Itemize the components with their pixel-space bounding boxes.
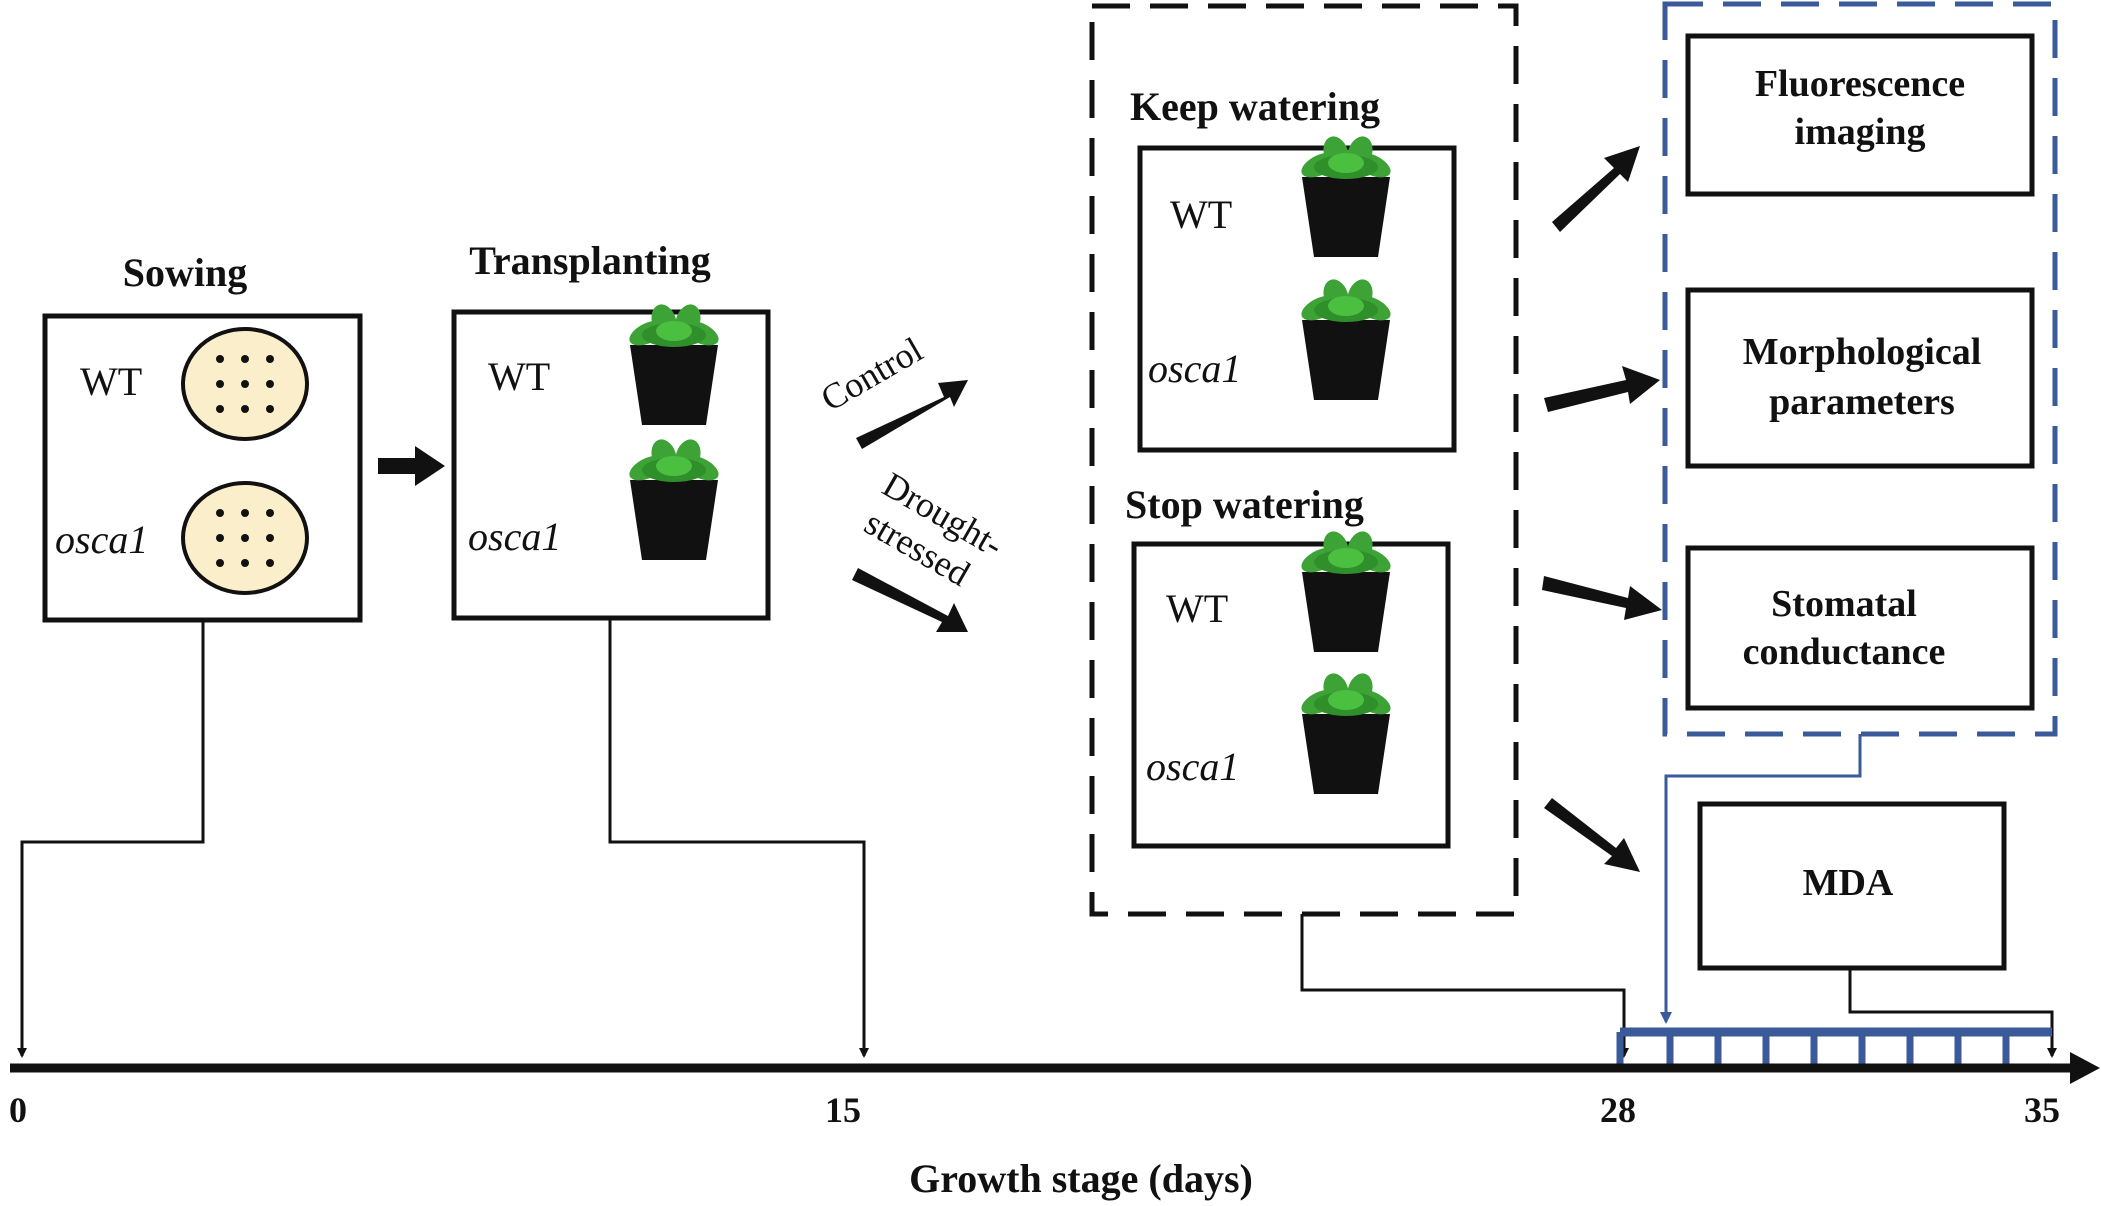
keep-watering-box: [1137, 145, 1457, 453]
measurements-to-timeline-connector: [1660, 734, 1862, 1024]
stop-watering-title: Stop watering: [1125, 482, 1364, 527]
sowing-wt-label: WT: [80, 359, 142, 404]
mda-label: MDA: [1803, 862, 1894, 904]
keep-watering-mutant-label: osca1: [1148, 346, 1241, 391]
control-label: Control: [814, 329, 929, 419]
tick-label-0: 0: [9, 1090, 27, 1130]
transplanting-mutant-label: osca1: [468, 514, 561, 559]
sowing-to-transplanting-arrow-icon: [378, 446, 445, 486]
keep-watering-title: Keep watering: [1130, 84, 1380, 129]
drought-arrow-icon: [852, 568, 968, 632]
fluorescence-line2: imaging: [1795, 111, 1926, 153]
timeline-connectors: [17, 618, 2057, 1058]
keep-watering-wt-label: WT: [1170, 192, 1232, 237]
petri-dish-wt-icon: [181, 327, 309, 441]
potted-plant-stop-mutant-icon: [1297, 670, 1395, 794]
mda-to-day35-connector: [1848, 968, 2057, 1058]
transplanting-panel: Transplanting WT osca1: [451, 238, 771, 621]
fluorescence-line1: Fluorescence: [1755, 63, 1965, 105]
measurement-arrows: [1542, 146, 1662, 872]
potted-plant-wt-icon: [625, 301, 723, 425]
petri-dish-mutant-icon: [181, 481, 309, 595]
potted-plant-keep-wt-icon: [1297, 133, 1395, 257]
control-arrow-icon: [856, 380, 968, 449]
morphological-line2: parameters: [1769, 381, 1955, 423]
measurement-group: Fluorescence imaging Morphological param…: [1662, 1, 2058, 737]
measurement-group-border: [1662, 1, 2058, 737]
sowing-mutant-label: osca1: [55, 517, 148, 562]
fluorescence-box: [1685, 33, 2035, 197]
mda-box: [1697, 801, 2007, 971]
sowing-to-day0-connector: [17, 620, 205, 1058]
transplanting-to-day15-connector: [608, 618, 869, 1058]
stomatal-box: [1685, 545, 2035, 711]
transplanting-wt-label: WT: [488, 354, 550, 399]
treatment-to-day28-connector: [1300, 914, 1629, 1058]
stomatal-line2: conductance: [1743, 631, 1946, 673]
potted-plant-stop-wt-icon: [1297, 528, 1395, 652]
arrow-to-fluorescence-icon: [1552, 146, 1640, 232]
growth-stage-axis: 0 15 28 35 Growth stage (days): [9, 1052, 2100, 1201]
treatment-group: Keep watering WT osca1 Stop watering WT …: [1089, 3, 1519, 917]
morphological-line1: Morphological: [1743, 331, 1982, 373]
treatment-arrows: Control Drought- stressed: [814, 329, 1010, 632]
measurement-period-band: [1616, 1027, 2052, 1066]
transplanting-title: Transplanting: [469, 238, 711, 283]
tick-label-28: 28: [1600, 1090, 1636, 1130]
stop-watering-box: [1131, 541, 1451, 849]
morphological-box: [1685, 287, 2035, 469]
axis-arrowhead-icon: [2070, 1052, 2100, 1084]
stomatal-line1: Stomatal: [1771, 583, 1917, 625]
stop-watering-mutant-label: osca1: [1146, 744, 1239, 789]
tick-label-35: 35: [2024, 1090, 2060, 1130]
sowing-panel: Sowing WT osca1: [42, 250, 363, 623]
arrow-to-morphological-icon: [1544, 366, 1660, 412]
potted-plant-keep-mutant-icon: [1297, 276, 1395, 400]
arrow-to-stomatal-icon: [1542, 576, 1662, 620]
stop-watering-wt-label: WT: [1166, 586, 1228, 631]
tick-label-15: 15: [825, 1090, 861, 1130]
axis-title: Growth stage (days): [909, 1156, 1253, 1201]
sowing-title: Sowing: [123, 250, 248, 295]
potted-plant-mutant-icon: [625, 436, 723, 560]
arrow-to-mda-icon: [1544, 798, 1640, 872]
treatment-group-border: [1089, 3, 1519, 917]
